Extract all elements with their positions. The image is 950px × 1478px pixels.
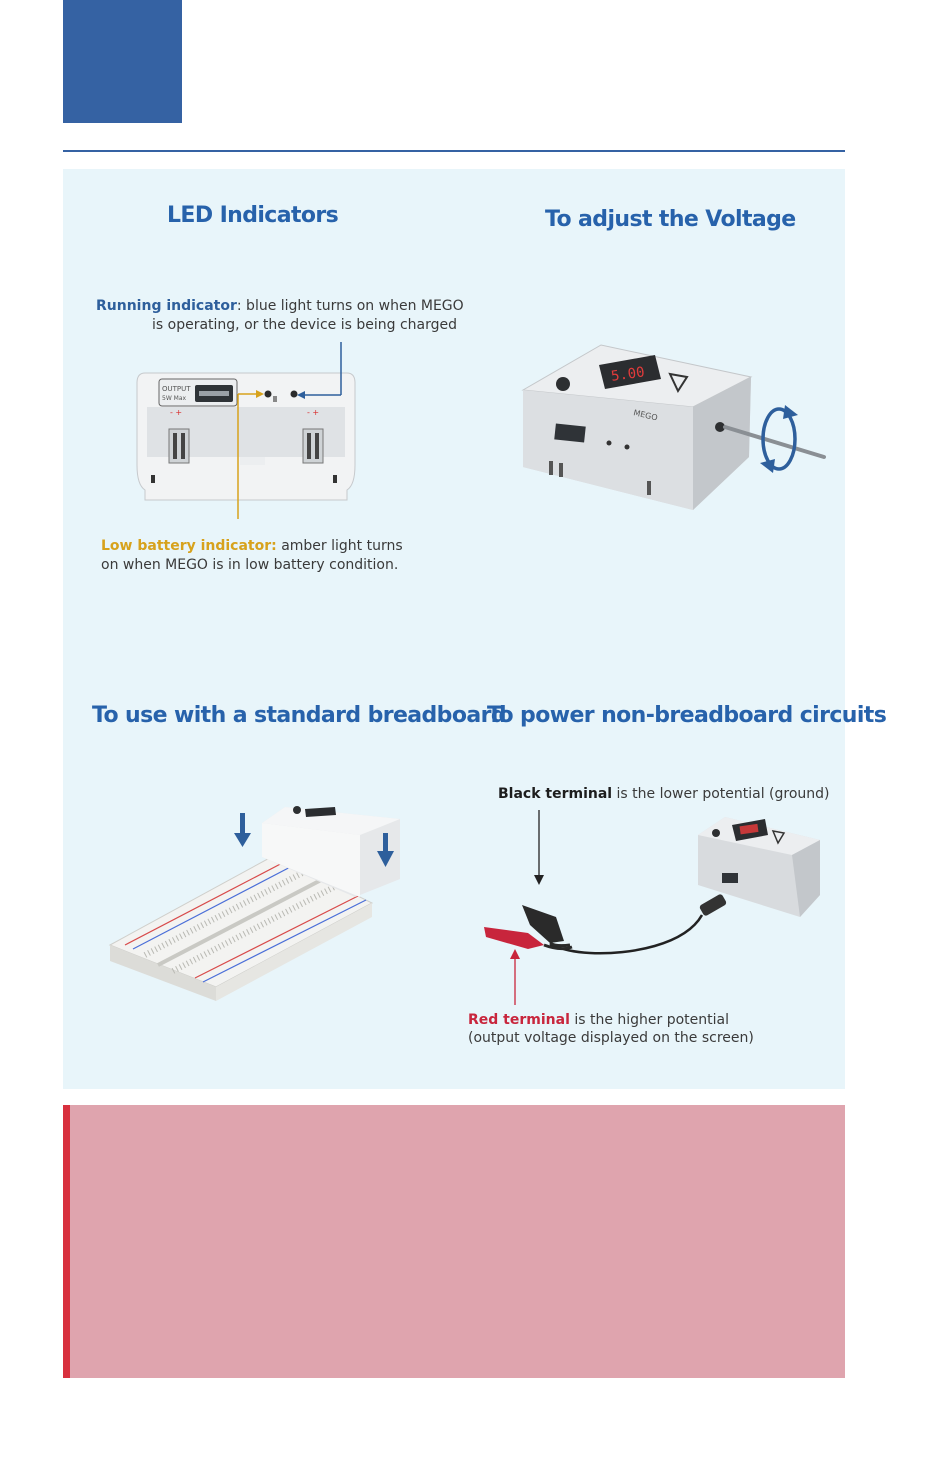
black-clip-icon [522, 905, 571, 948]
breadboard-illustration [108, 806, 400, 1001]
black-arrow-icon [534, 875, 544, 885]
red-terminal-label: Red terminal [468, 1012, 570, 1028]
running-indicator-caption: Running indicator: blue light turns on w… [96, 297, 464, 316]
voltage-device-illustration: 5.00 MEGO [521, 344, 826, 510]
running-indicator-label: Running indicator [96, 298, 237, 314]
low-battery-label: Low battery indicator: [101, 538, 277, 554]
red-clip-icon [484, 927, 573, 951]
power-button-icon [556, 377, 570, 391]
low-battery-text-2: on when MEGO is in low battery condition… [101, 557, 399, 573]
red-terminal-caption: Red terminal is the higher potential [468, 1011, 729, 1030]
rotate-arrow-icon [760, 405, 798, 473]
led-indicators-title: LED Indicators [167, 203, 339, 228]
adjust-voltage-title: To adjust the Voltage [545, 207, 796, 232]
svg-text:- +: - + [170, 408, 182, 417]
non-breadboard-title: To power non-breadboard circuits [487, 703, 887, 728]
brand-logo-icon [668, 372, 689, 394]
black-terminal-caption: Black terminal is the lower potential (g… [498, 785, 830, 804]
running-led-icon [290, 390, 298, 398]
top-divider [63, 150, 845, 152]
led-device-illustration: OUTPUT 5W Max - + - + [136, 342, 356, 519]
svg-text:- +: - + [307, 408, 319, 417]
note-accent-bar [63, 1105, 70, 1378]
port-label-2: 5W Max [162, 395, 187, 402]
screwdriver-icon [723, 425, 826, 459]
arrow-down-right-icon [377, 833, 394, 867]
low-battery-led-icon [264, 390, 272, 398]
note-box [63, 1105, 845, 1378]
low-battery-caption: Low battery indicator: amber light turns [101, 537, 403, 556]
running-indicator-text-2: is operating, or the device is being cha… [152, 317, 457, 333]
black-terminal-text: is the lower potential (ground) [612, 786, 830, 802]
black-terminal-label: Black terminal [498, 786, 613, 802]
breadboard-board [108, 854, 374, 1001]
breadboard-title: To use with a standard breadboard [92, 703, 507, 728]
red-terminal-text-2: (output voltage displayed on the screen) [468, 1030, 754, 1046]
red-arrow-icon [510, 949, 520, 959]
non-breadboard-illustration [484, 810, 820, 1005]
low-battery-text-1: amber light turns [276, 538, 403, 554]
arrow-down-left-icon [234, 813, 251, 847]
port-label-1: OUTPUT [162, 385, 191, 393]
red-terminal-text-1: is the higher potential [569, 1012, 730, 1028]
running-indicator-text-1: : blue light turns on when MEGO [236, 298, 464, 314]
voltage-display [599, 355, 661, 389]
voltage-display-value: 5.00 [610, 364, 646, 385]
chapter-tab [63, 0, 182, 123]
